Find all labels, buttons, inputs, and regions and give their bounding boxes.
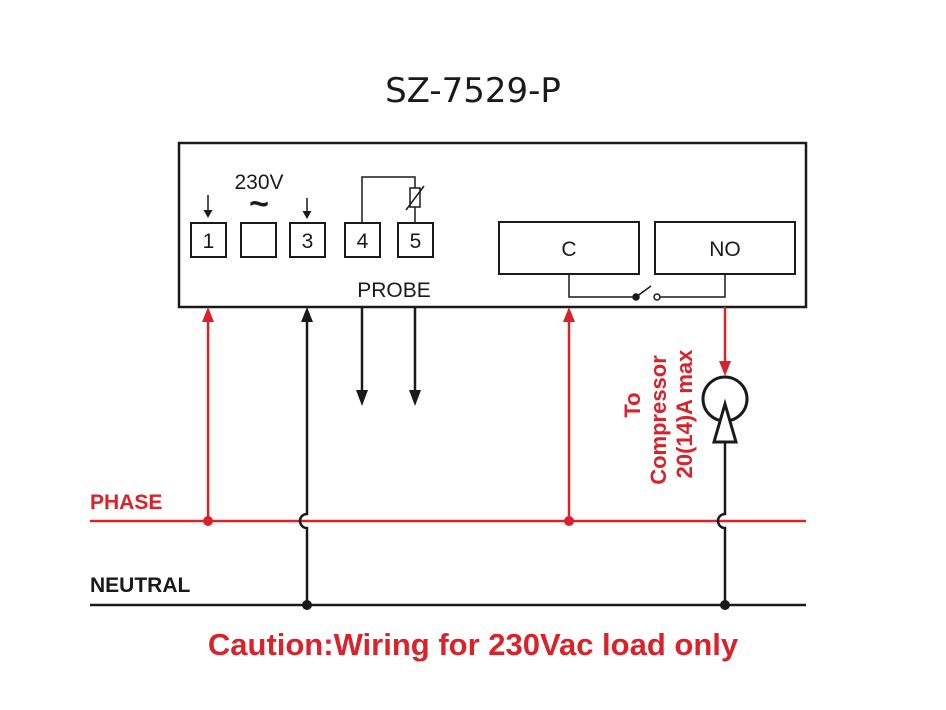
compressor-label-line2: Compressor (646, 355, 671, 485)
terminal-1-label: 1 (203, 230, 215, 253)
no-wire-to-compressor (719, 307, 731, 376)
compressor-motor-symbol (701, 375, 749, 444)
terminal-2 (240, 222, 277, 258)
terminal-no: NO (654, 221, 796, 275)
compressor-label-line1: To (620, 392, 645, 417)
probe-lead-wires (356, 307, 421, 406)
compressor-label-group-3: 20(14)A max (672, 349, 697, 479)
terminal-c-label: C (561, 238, 576, 261)
terminal-5-label: 5 (410, 230, 422, 253)
terminal-5: 5 (397, 222, 434, 258)
compressor-label: To (620, 392, 645, 417)
phase-wire-terminal-c (563, 307, 575, 526)
terminal-c: C (498, 221, 640, 275)
probe-label: PROBE (357, 279, 431, 302)
phase-bus-label: PHASE (90, 491, 162, 514)
terminal-4-label: 4 (357, 230, 369, 253)
supply-voltage-label: 230V (234, 171, 283, 194)
caution-note: Caution:Wiring for 230Vac load only (208, 627, 739, 662)
phase-wire-terminal-1 (202, 307, 214, 526)
ac-tilde-symbol: ~ (249, 185, 269, 223)
neutral-wire-terminal-3 (298, 307, 313, 610)
terminal-3-label: 3 (302, 230, 314, 253)
diagram-title: SZ-7529-P (385, 71, 561, 111)
terminal-no-label: NO (709, 238, 741, 261)
compressor-label-line3: 20(14)A max (672, 349, 697, 479)
compressor-label-group-2: Compressor (646, 355, 671, 485)
terminal-1: 1 (190, 195, 227, 258)
terminal-4: 4 (344, 222, 381, 258)
terminal-3: 3 (289, 198, 326, 258)
relay-switch-symbol (568, 274, 726, 301)
neutral-bus-label: NEUTRAL (90, 574, 190, 597)
compressor-neutral-wire (716, 442, 730, 610)
probe-sensor-symbol (361, 176, 425, 223)
